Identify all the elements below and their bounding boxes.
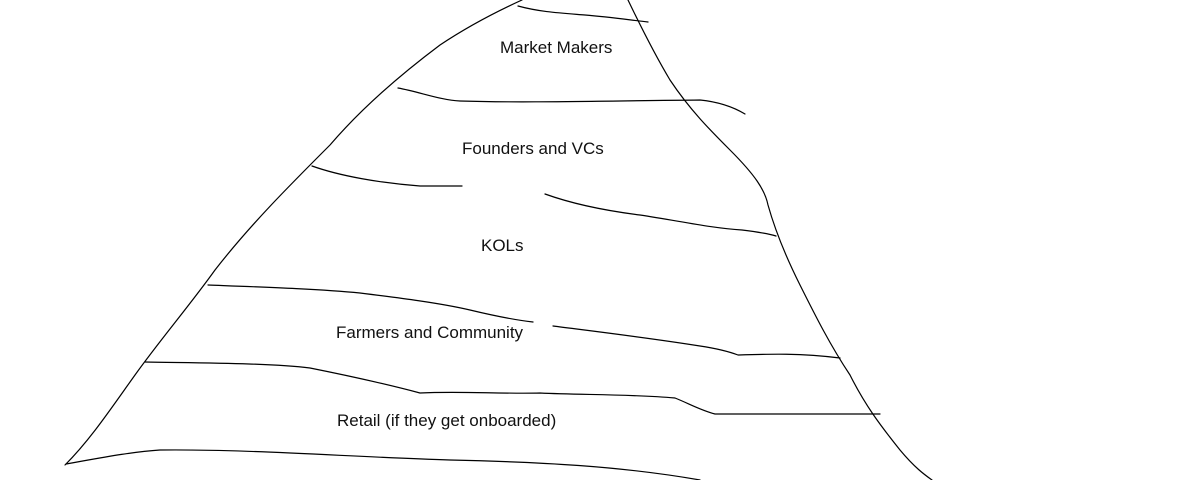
tier-label-retail: Retail (if they get onboarded) <box>337 411 557 430</box>
pyramid-right-edge <box>627 0 933 480</box>
divider-line-3b <box>544 193 777 237</box>
tier-label-farmers-and-community: Farmers and Community <box>336 323 524 342</box>
divider-line-2 <box>397 87 746 115</box>
tier-label-market-makers: Market Makers <box>500 38 613 57</box>
divider-line-4b <box>552 325 841 359</box>
divider-line-4a <box>207 284 534 323</box>
divider-line-5 <box>144 361 881 415</box>
divider-line-1 <box>517 5 649 23</box>
divider-line-3a <box>311 165 463 187</box>
divider-line-6 <box>65 449 701 480</box>
tier-label-founders-and-vcs: Founders and VCs <box>462 139 604 158</box>
pyramid-left-edge <box>64 0 523 466</box>
tier-label-kols: KOLs <box>481 236 524 255</box>
